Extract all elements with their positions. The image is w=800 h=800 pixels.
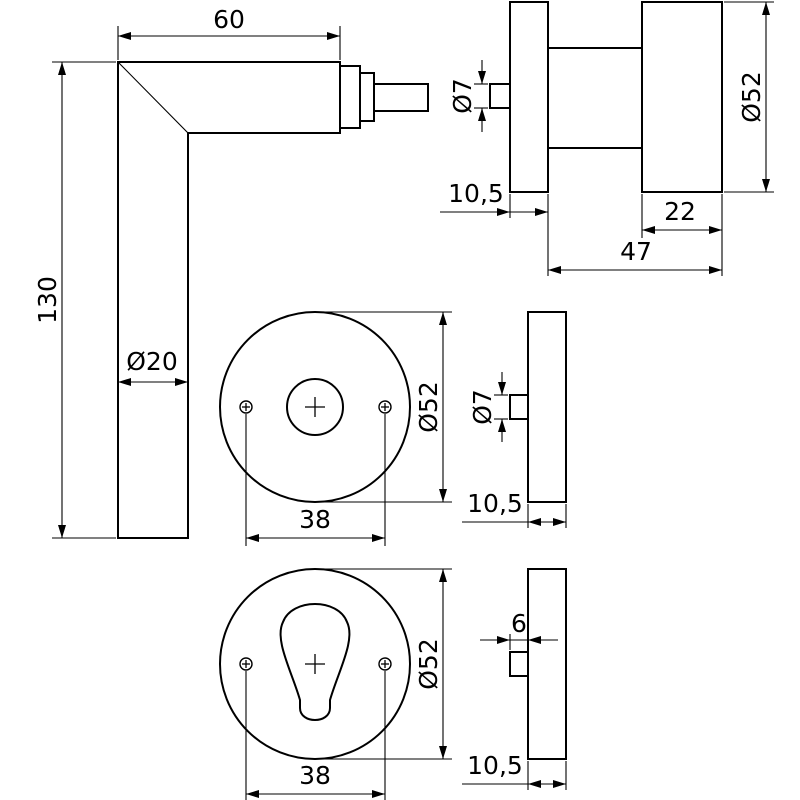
- dimension-rose-pin: Ø7: [468, 372, 508, 442]
- dimension-escutcheon-diameter: Ø52: [315, 568, 452, 760]
- screw-left-icon: [239, 400, 253, 414]
- rose-diameter-label: Ø52: [414, 381, 443, 433]
- knob-diameter-label: Ø52: [737, 71, 766, 123]
- rose-front: [219, 311, 411, 503]
- rose-screws-label: 38: [299, 505, 331, 534]
- screw-right-icon: [378, 657, 392, 671]
- screw-right-icon: [378, 400, 392, 414]
- dimension-lever-diameter: Ø20: [118, 347, 188, 386]
- lever-height-label: 130: [33, 276, 62, 324]
- rose-thickness-label: 10,5: [467, 489, 523, 518]
- escutcheon-front: [219, 568, 411, 760]
- dimension-knob-rose: 10,5: [440, 179, 549, 276]
- dimension-lever-width: 60: [117, 5, 341, 60]
- escutcheon-thickness-label: 10,5: [467, 751, 523, 780]
- dimension-rose-diameter: Ø52: [315, 311, 452, 503]
- knob: [489, 1, 723, 193]
- knob-depth-label: 22: [664, 197, 696, 226]
- knob-rose-label: 10,5: [448, 179, 504, 208]
- lever-handle: [117, 61, 429, 539]
- dimension-escutcheon-pin: 6: [480, 609, 558, 650]
- dimension-rose-screws: 38: [245, 414, 386, 546]
- lever-diameter-label: Ø20: [126, 347, 178, 376]
- dimension-lever-height: 130: [33, 61, 116, 539]
- dimension-knob-diameter: Ø52: [724, 1, 774, 193]
- dimension-knob-depth: 22: [641, 194, 723, 276]
- escutcheon-diameter-label: Ø52: [414, 638, 443, 690]
- dimension-knob-pin: Ø7: [448, 60, 488, 132]
- escutcheon-side: [509, 568, 567, 760]
- lever-width-label: 60: [213, 5, 245, 34]
- escutcheon-screws-label: 38: [299, 761, 331, 790]
- dimension-escutcheon-thickness: 10,5: [462, 751, 567, 790]
- rose-side: [509, 311, 567, 503]
- screw-left-icon: [239, 657, 253, 671]
- knob-total-label: 47: [620, 237, 652, 266]
- escutcheon-pin-label: 6: [511, 609, 527, 638]
- dimension-escutcheon-screws: 38: [245, 671, 386, 800]
- rose-pin-label: Ø7: [468, 389, 497, 425]
- dimension-rose-thickness: 10,5: [462, 489, 567, 528]
- dimension-knob-total: 47: [548, 237, 722, 274]
- knob-pin-label: Ø7: [448, 78, 477, 114]
